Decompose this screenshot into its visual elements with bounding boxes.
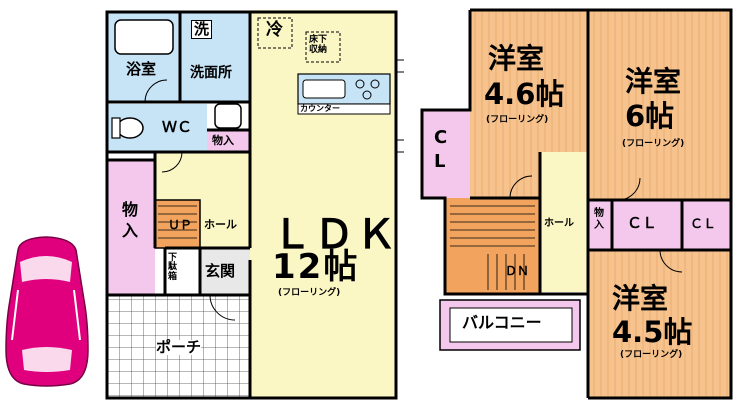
room3-floor: (フローリング) (620, 350, 683, 360)
shoe-box-label: 下 駄 箱 (168, 253, 178, 282)
storage-left-label: 物 入 (122, 200, 139, 240)
room3-size: 4.5帖 (612, 315, 693, 349)
room3-name: 洋室 (612, 282, 669, 315)
cl-left (422, 110, 470, 198)
wc-label: ＷＣ (162, 118, 193, 136)
washer-label: 洗 (191, 20, 213, 39)
cl-mid (612, 200, 682, 250)
fridge-icon (257, 17, 293, 49)
room2-floor: (フローリング) (622, 139, 685, 149)
storage-left (107, 160, 155, 295)
porch-label: ポーチ (156, 338, 202, 356)
door-swing-icon (144, 59, 404, 321)
cl-right (682, 200, 731, 250)
car-icon (5, 236, 89, 387)
bath-label: 浴室 (126, 60, 157, 78)
washroom-label: 洗面所 (190, 65, 232, 81)
closet-small (207, 130, 250, 152)
storage-small (588, 200, 612, 250)
cl-mid-label: ＣＬ (627, 214, 658, 232)
entrance-label: 玄関 (205, 262, 236, 280)
ldk-size: 12帖 (272, 247, 360, 287)
underfloor-box (305, 31, 341, 63)
ldk-name: ＬＤＫ (272, 212, 398, 258)
hall-2f-label: ホール (544, 218, 574, 229)
dn-label: ＤＮ (505, 264, 530, 278)
toilet-icon (116, 117, 144, 139)
bathtub-icon (114, 19, 174, 55)
underfloor-label: 床下 収納 (309, 35, 328, 56)
fridge-label: 冷 (266, 20, 283, 40)
room1-name: 洋室 (488, 42, 545, 75)
second-floor (420, 8, 733, 400)
hall-2f (540, 152, 588, 292)
first-floor (105, 10, 404, 400)
room2-name: 洋室 (625, 65, 682, 98)
ldk-floor: (フローリング) (278, 288, 341, 298)
room1-size: 4.6帖 (484, 77, 565, 111)
counter-label: カウンター (300, 104, 340, 113)
hall-1f-label: ホール (204, 218, 237, 231)
stair-icon (154, 199, 201, 249)
up-label: ＵＰ (168, 218, 193, 232)
closet-small-label: 物入 (212, 134, 234, 147)
ldk-room (250, 10, 395, 398)
room1-floor: (フローリング) (486, 115, 549, 125)
room2-size: 6帖 (625, 99, 675, 133)
balcony-label: バルコニー (462, 313, 542, 332)
sink-icon (214, 103, 242, 129)
cl-left-label: C L (434, 127, 448, 173)
cl-right-label: ＣＬ (690, 217, 717, 232)
storage-small-label: 物 入 (594, 208, 604, 231)
